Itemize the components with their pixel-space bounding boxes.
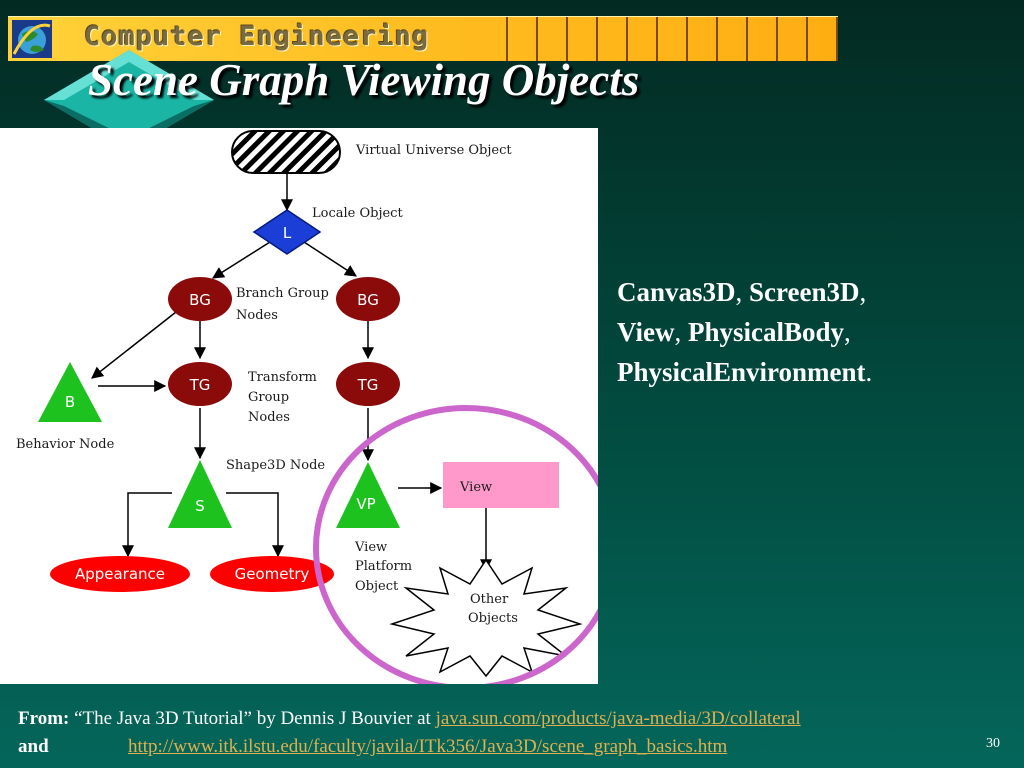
view-platform-label-line1: View (354, 540, 387, 555)
item-physicalenvironment: PhysicalEnvironment (617, 357, 866, 387)
branch-group-label-line1: Branch Group (236, 286, 329, 301)
highlight-circle (313, 405, 598, 684)
separator-4: , (844, 317, 851, 347)
transform-group-node-2-text: TG (357, 376, 379, 394)
shape3d-label: Shape3D Node (226, 458, 325, 473)
branch-group-node-1-text: BG (189, 291, 211, 309)
behavior-node-text: B (65, 393, 75, 411)
footer-citation: From: “The Java 3D Tutorial” by Dennis J… (18, 708, 801, 730)
banner-title: Computer Engineering (84, 21, 430, 52)
header-banner: Computer Engineering (8, 16, 838, 61)
transform-group-label-line1: Transform (248, 370, 317, 385)
branch-group-node-1 (168, 277, 232, 321)
edge-locale-bg1 (211, 241, 271, 279)
footer-second-source: and http://www.itk.ilstu.edu/faculty/javi… (18, 736, 727, 758)
other-objects-label-line1: Other (470, 592, 509, 607)
item-canvas3d: Canvas3D (617, 277, 736, 307)
viewing-objects-list: Canvas3D, Screen3D, View, PhysicalBody, … (617, 272, 1007, 392)
view-platform-label-line2: Platform (355, 559, 412, 574)
view-platform-node (336, 462, 400, 528)
globe-logo-icon (12, 20, 52, 58)
separator-3: , (674, 317, 688, 347)
branch-group-label-line2: Nodes (236, 308, 278, 323)
slide-title: Scene Graph Viewing Objects (88, 55, 640, 105)
transform-group-label-line3: Nodes (248, 410, 290, 425)
separator-end: . (865, 357, 873, 387)
banner-grid (506, 17, 838, 61)
scene-graph-diagram: Virtual Universe Object L Locale Object … (0, 128, 598, 684)
other-objects-label-line2: Objects (468, 611, 518, 626)
locale-node-text: L (283, 224, 292, 242)
tutorial-link[interactable]: java.sun.com/products/java-media/3D/coll… (435, 708, 801, 729)
transform-group-node-1-text: TG (189, 376, 211, 394)
shape3d-node-text: S (195, 497, 205, 515)
page-number: 30 (986, 736, 1000, 751)
appearance-node (50, 556, 190, 592)
locale-node (252, 209, 322, 255)
other-objects-node (389, 558, 583, 678)
transform-group-node-2 (336, 362, 400, 406)
branch-group-node-2-text: BG (357, 291, 379, 309)
edge-bg1-behavior (91, 311, 177, 379)
edge-locale-bg2 (303, 241, 358, 277)
shape3d-node (168, 460, 232, 528)
from-label: From: (18, 708, 70, 729)
transform-group-label-line2: Group (248, 390, 289, 405)
transform-group-node-1 (168, 362, 232, 406)
geometry-node (210, 556, 334, 592)
behavior-node (38, 362, 102, 422)
appearance-node-text: Appearance (75, 565, 165, 583)
locale-label: Locale Object (312, 206, 403, 221)
virtual-universe-label: Virtual Universe Object (355, 143, 512, 158)
edge-shape-geometry (226, 492, 284, 558)
virtual-universe-node (231, 130, 341, 174)
itk-link[interactable]: http://www.itk.ilstu.edu/faculty/javila/… (128, 736, 728, 757)
item-physicalbody: PhysicalBody (687, 317, 845, 347)
view-platform-label-line3: Object (355, 579, 399, 594)
separator-2: , (859, 277, 867, 307)
branch-group-node-2 (336, 277, 400, 321)
view-node-text: View (459, 480, 492, 495)
and-label: and (18, 736, 49, 757)
edge-shape-appearance (122, 492, 172, 558)
behavior-label: Behavior Node (16, 437, 115, 452)
geometry-node-text: Geometry (235, 565, 310, 583)
citation-text: “The Java 3D Tutorial” by Dennis J Bouvi… (69, 708, 436, 729)
view-platform-node-text: VP (356, 495, 375, 513)
item-screen3d: Screen3D (749, 277, 860, 307)
view-node (443, 462, 559, 508)
item-view: View (617, 317, 675, 347)
separator-1: , (735, 277, 750, 307)
